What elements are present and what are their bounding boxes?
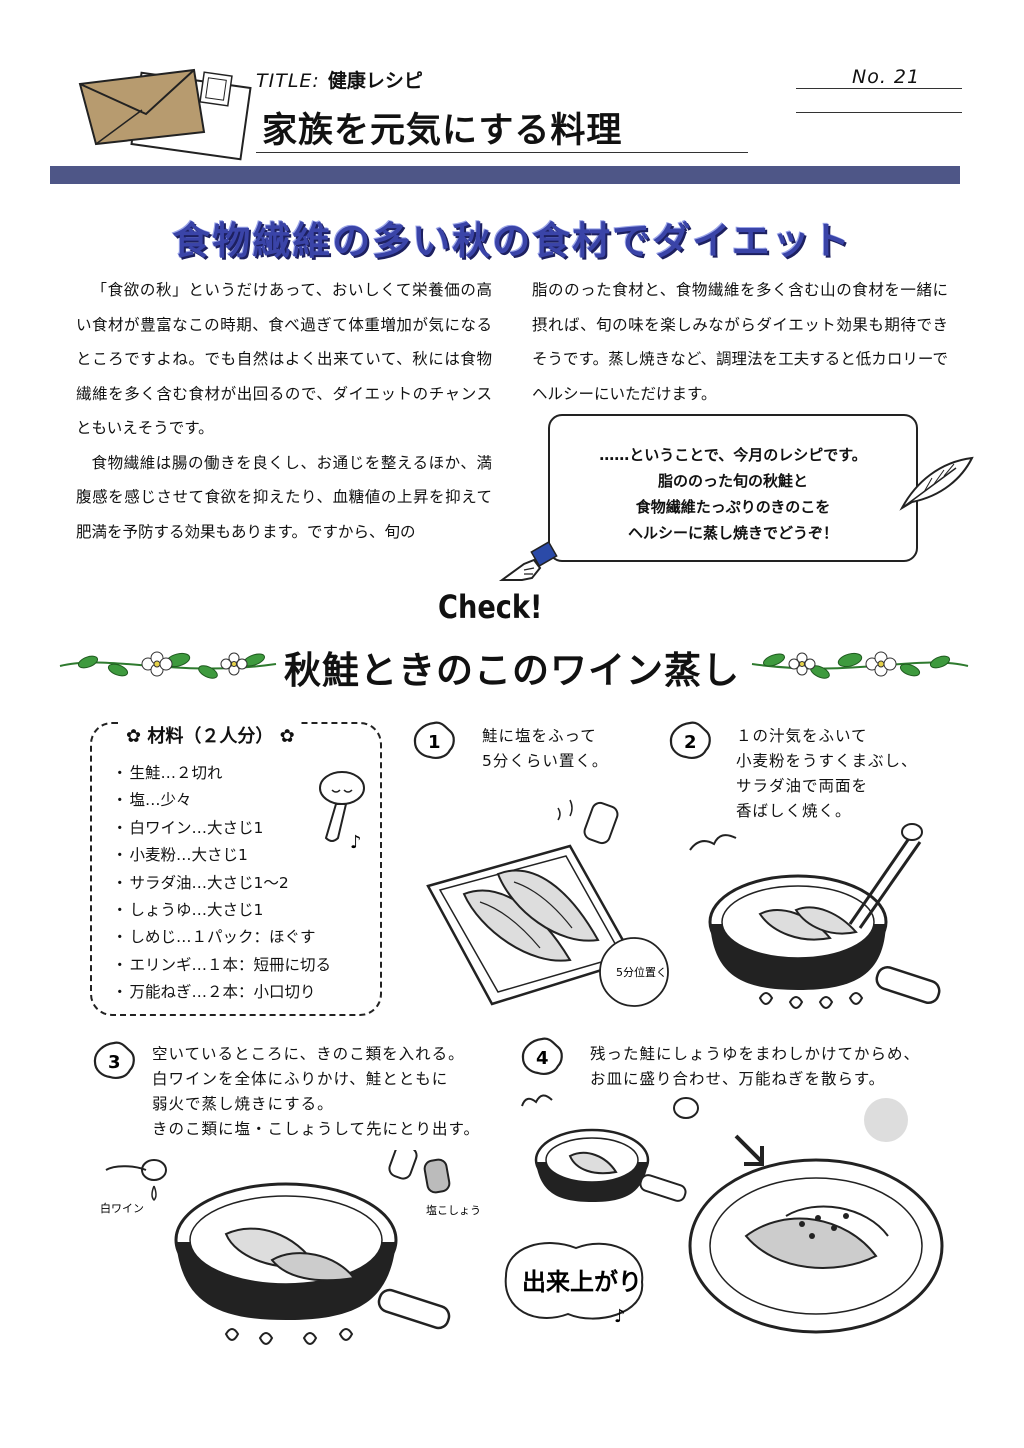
wine-steaming-illustration: 白ワイン 塩こしょう: [100, 1150, 481, 1345]
step-number-badge: 1: [413, 721, 455, 759]
intro-paragraph: 「食欲の秋」というだけあって、おいしくて栄養価の高い食材が豊富なこの時期、食べ過…: [76, 281, 492, 437]
step-number: 3: [108, 1052, 121, 1073]
step-4-text: 残った鮭にしょうゆをまわしかけてからめ、 お皿に盛り合わせ、万能ねぎを散らす。: [590, 1045, 921, 1088]
vine-decoration: [59, 651, 277, 679]
ingredient-item: 塩…少々: [112, 787, 331, 814]
ingredients-title: ✿ 材料（２人分） ✿: [120, 722, 301, 748]
ingredient-item: しめじ…１パック：ほぐす: [112, 924, 331, 951]
header-band: [50, 166, 960, 184]
ingredient-list: 生鮭…２切れ 塩…少々 白ワイン…大さじ1 小麦粉…大さじ1 サラダ油…大さじ1…: [112, 760, 332, 1007]
issue-number: No. 21: [852, 66, 921, 88]
series-name: 健康レシピ: [327, 70, 423, 92]
step-number: 4: [536, 1048, 549, 1069]
intro-paragraph: 脂ののった食材と、食物繊維を多く含む山の食材を一緒に摂れば、旬の味を楽しみながら…: [532, 281, 948, 403]
page-title: 家族を元気にする料理: [262, 111, 623, 151]
ingredient-item: サラダ油…大さじ1～2: [112, 870, 331, 897]
step-number-badge: 2: [669, 721, 711, 759]
flower-icon: [788, 651, 897, 677]
quill-icon: [899, 456, 974, 511]
ingredient-item: 万能ねぎ…２本：小口切り: [112, 979, 331, 1006]
music-note-icon: ♪: [350, 832, 362, 853]
callout-box: ……ということで、今月のレシピです。 脂ののった旬の秋鮭と 食物繊維たっぷりのき…: [548, 414, 918, 562]
mushroom-character: ♪: [319, 771, 365, 853]
envelope-icon: [78, 68, 252, 161]
step-number-badge: 4: [521, 1037, 563, 1075]
flower-icon: ✿: [279, 726, 295, 747]
number-rule: [796, 112, 962, 113]
ingredient-item: 生鮭…２切れ: [112, 760, 331, 787]
vine-decoration: [751, 651, 969, 679]
number-rule: [796, 88, 962, 89]
ingredient-item: しょうゆ…大さじ1: [112, 897, 331, 924]
salmon-tray-illustration: 5分位置く: [426, 799, 669, 1007]
series-label: TITLE:健康レシピ: [256, 70, 423, 92]
wine-label: 白ワイン: [100, 1201, 144, 1215]
step-2-text: １の汁気をふいて 小麦粉をうすくまぶし、 サラダ油で両面を 香ばしく焼く。: [736, 727, 918, 820]
step-number: 2: [684, 732, 697, 753]
ingredient-item: 小麦粉…大さじ1: [112, 842, 331, 869]
intro-column-left: 「食欲の秋」というだけあって、おいしくて栄養価の高い食材が豊富なこの時期、食べ過…: [76, 273, 492, 549]
recipe-title: 秋鮭ときのこのワイン蒸し: [284, 649, 740, 692]
callout-line: ヘルシーに蒸し焼きでどうぞ！: [627, 524, 838, 542]
done-label: 出来上がり: [522, 1268, 642, 1296]
check-label: Check!: [438, 588, 543, 626]
ingredient-item: 白ワイン…大さじ1: [112, 815, 331, 842]
plating-illustration: 出来上がり ♪: [504, 1094, 944, 1334]
flower-icon: [141, 651, 248, 677]
step-3-text: 空いているところに、きのこ類を入れる。 白ワインを全体にふりかけ、鮭とともに 弱…: [152, 1045, 480, 1138]
frying-pan-illustration: [689, 823, 941, 1009]
pointing-hand-icon: [498, 541, 558, 581]
callout-line: 食物繊維たっぷりのきのこを: [635, 498, 831, 516]
step-number-badge: 3: [93, 1041, 135, 1079]
intro-paragraph: 食物繊維は腸の働きを良くし、お通じを整えるほか、満腹感を感じさせて食欲を抑えたり…: [76, 453, 492, 541]
salt-pepper-label: 塩こしょう: [426, 1203, 481, 1217]
title-underline: [256, 152, 748, 153]
callout-line: ……ということで、今月のレシピです。: [599, 446, 867, 464]
intro-column-right: 脂ののった食材と、食物繊維を多く含む山の食材を一緒に摂れば、旬の味を楽しみながら…: [532, 273, 948, 411]
wait-label: 5分位置く: [616, 965, 667, 979]
ingredient-item: エリンギ…１本：短冊に切る: [112, 952, 332, 979]
callout-line: 脂ののった旬の秋鮭と: [657, 472, 808, 490]
step-1-text: 鮭に塩をふって 5分くらい置く。: [482, 727, 609, 770]
flower-icon: ✿: [126, 726, 142, 747]
headline: 食物繊維の多い秋の食材でダイエット: [172, 219, 852, 263]
step-number: 1: [428, 732, 441, 753]
music-note-icon: ♪: [614, 1306, 626, 1327]
